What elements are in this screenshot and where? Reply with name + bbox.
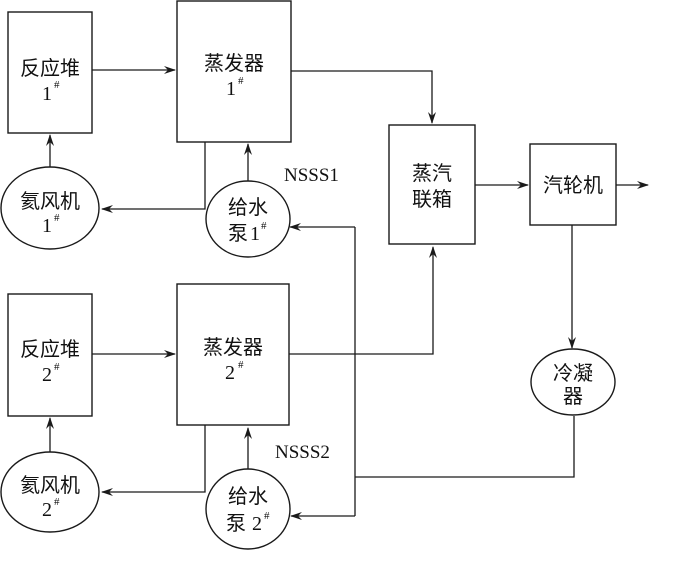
feedwater-pump-2-label-2: 泵: [226, 511, 246, 535]
feedwater-pump-1-label-1: 给水: [228, 195, 268, 219]
turbine-label: 汽轮机: [543, 173, 603, 197]
reactor-1-label: 反应堆: [20, 56, 80, 80]
steam-header-label-1: 蒸汽: [412, 161, 452, 185]
sg-2-number: 2: [225, 362, 235, 384]
helium-blower-2-sup: #: [54, 496, 60, 508]
sg-1-sup: #: [238, 75, 244, 87]
nsss2-label: NSSS2: [275, 442, 330, 463]
condenser: 冷凝 器: [530, 348, 616, 416]
helium-blower-2-number: 2: [42, 499, 52, 521]
flow-sg2-to-fan2: [101, 425, 206, 496]
sg-1-number: 1: [226, 78, 236, 100]
reactor-1: 反应堆 1 #: [7, 11, 93, 134]
condenser-label-1: 冷凝: [553, 361, 593, 385]
steam-header-label-2: 联箱: [412, 187, 452, 211]
flow-sg2-to-header: [289, 246, 437, 355]
turbine: 汽轮机: [529, 143, 617, 226]
condenser-label-2: 器: [563, 384, 583, 408]
helium-blower-2-label: 氦风机: [20, 473, 80, 497]
reactor-2-number: 2: [42, 364, 52, 386]
steam-generator-2: 蒸发器 2 #: [176, 283, 290, 426]
feedwater-pump-2-number: 2: [252, 513, 262, 535]
feedwater-pump-1-sup: #: [261, 220, 267, 232]
reactor-2-label: 反应堆: [20, 337, 80, 361]
feedwater-pump-2-sup: #: [264, 510, 270, 522]
reactor-2: 反应堆 2 #: [7, 293, 93, 417]
reactor-1-sup: #: [54, 79, 60, 91]
nsss1-label: NSSS1: [284, 165, 339, 186]
feedwater-pump-1-label-2: 泵: [228, 221, 248, 245]
sg-1-label: 蒸发器: [204, 51, 264, 75]
helium-blower-1-label: 氦风机: [20, 189, 80, 213]
reactor-2-sup: #: [54, 361, 60, 373]
helium-blower-2: 氦风机 2 #: [0, 451, 100, 533]
flow-condenser-return: [355, 416, 575, 478]
helium-blower-1-number: 1: [42, 215, 52, 237]
feedwater-pump-1-number: 1: [250, 223, 260, 245]
steam-header: 蒸汽 联箱: [388, 124, 476, 245]
helium-blower-1: 氦风机 1 #: [0, 166, 100, 250]
feedwater-pump-2-label-1: 给水: [228, 484, 268, 508]
flow-sg1-to-fan1: [101, 142, 206, 213]
sg-2-label: 蒸发器: [203, 335, 263, 359]
reactor-1-number: 1: [42, 83, 52, 105]
flow-sg1-to-header: [291, 70, 436, 124]
steam-generator-1: 蒸发器 1 #: [176, 0, 292, 143]
feedwater-pump-2: 给水 泵 2 #: [205, 468, 291, 550]
sg-2-sup: #: [238, 359, 244, 371]
feedwater-pump-1: 给水 泵 1 #: [205, 180, 291, 258]
helium-blower-1-sup: #: [54, 212, 60, 224]
flow-lines: [46, 66, 649, 520]
